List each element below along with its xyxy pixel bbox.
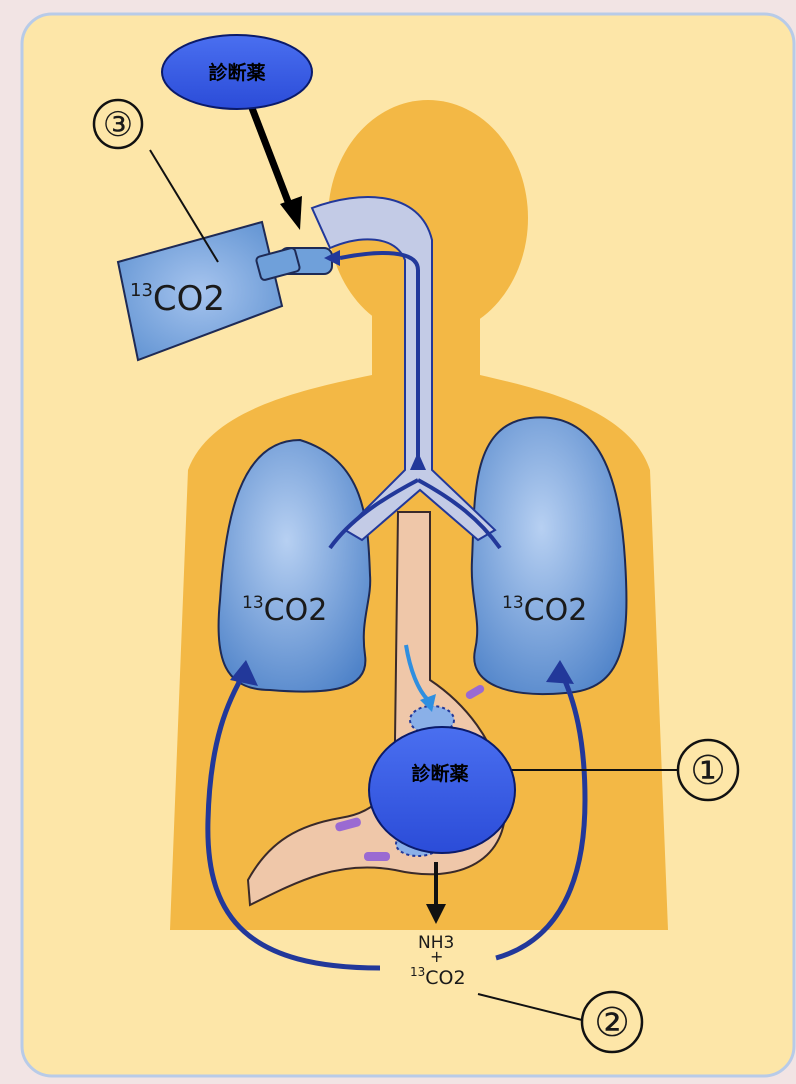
bag-label-mass: 13	[130, 280, 153, 301]
product-co2-formula: CO2	[425, 967, 465, 989]
number-2: ②	[594, 1000, 630, 1046]
product-plus: +	[430, 947, 443, 966]
drug-label-top: 診断薬	[208, 61, 265, 84]
right-lung	[472, 417, 627, 694]
right-lung-label-mass: 13	[502, 593, 524, 613]
bag-label-formula: CO2	[153, 279, 225, 319]
number-1: ①	[690, 748, 726, 794]
product-co2-mass: 13	[410, 965, 425, 979]
left-lung-label-mass: 13	[242, 593, 264, 613]
number-3: ③	[103, 105, 133, 145]
drug-ellipse-stomach: 診断薬	[369, 727, 515, 853]
drug-label-stomach: 診断薬	[411, 762, 468, 785]
left-lung-label-formula: CO2	[264, 593, 328, 628]
right-lung-label-formula: CO2	[524, 593, 588, 628]
drug-ellipse-top: 診断薬	[162, 35, 312, 109]
